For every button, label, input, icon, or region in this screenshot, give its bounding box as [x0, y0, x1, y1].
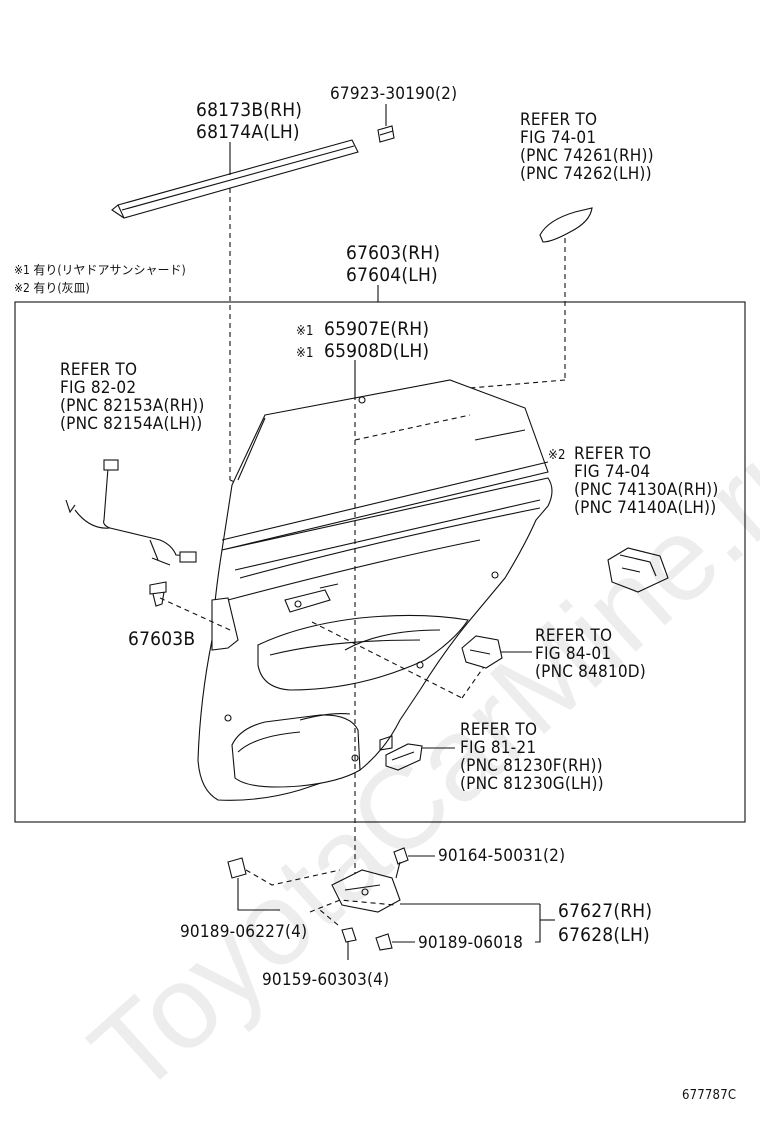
belt-moulding-part — [111, 139, 359, 219]
ref-8202-line3: (PNC 82153A(RH)) — [60, 396, 205, 416]
ref-7401-line2: FIG 74-01 — [520, 128, 597, 148]
bracket-84-01 — [461, 635, 503, 669]
ref-8401-line1: REFER TO — [535, 626, 613, 646]
ref-7401-line3: (PNC 74261(RH)) — [520, 146, 654, 166]
label-67628-lh: 67628(LH) — [558, 924, 650, 946]
ref-8121-line4: (PNC 81230G(LH)) — [460, 774, 604, 794]
label-67627-rh: 67627(RH) — [558, 900, 653, 922]
note-1: ※1 有り(リヤドアサンシャード) — [14, 263, 186, 277]
bolt-90164 — [393, 847, 409, 879]
ref-7401-line1: REFER TO — [520, 110, 598, 130]
label-67603-rh: 67603(RH) — [346, 242, 441, 264]
label-65907e: 65907E(RH) — [324, 318, 430, 340]
switch-81-21 — [385, 743, 423, 771]
door-trim-panel — [197, 379, 553, 801]
label-67604-lh: 67604(LH) — [346, 264, 438, 286]
assembly-frame — [14, 301, 746, 823]
ref-8202-line1: REFER TO — [60, 360, 138, 380]
ashtray-74-04 — [607, 547, 669, 593]
clip-90189-06227 — [227, 857, 247, 879]
label-67923: 67923-30190(2) — [330, 84, 458, 104]
mark-65908: ※1 — [296, 346, 314, 361]
label-68173b: 68173B(RH) — [196, 99, 303, 121]
clip-67603b — [149, 581, 167, 607]
screw-90159 — [341, 927, 357, 960]
ref-8121-line3: (PNC 81230F(RH)) — [460, 756, 603, 776]
ref-8401-line2: FIG 84-01 — [535, 644, 612, 664]
ref-7404-line1: REFER TO — [574, 444, 652, 464]
bottom-bracket-67627 — [331, 869, 401, 913]
wire-harness-82-02 — [65, 459, 197, 566]
ref-7401-line4: (PNC 74262(LH)) — [520, 164, 652, 184]
ref-8202-line2: FIG 82-02 — [60, 378, 137, 398]
label-68174a: 68174A(LH) — [196, 121, 300, 143]
ref-8121-line2: FIG 81-21 — [460, 738, 537, 758]
note-2: ※2 有り(灰皿) — [14, 281, 90, 295]
ref-7404-line3: (PNC 74130A(RH)) — [574, 480, 719, 500]
ref-8202-line4: (PNC 82154A(LH)) — [60, 414, 203, 434]
clip-67923 — [377, 125, 395, 143]
mark-7404: ※2 — [548, 448, 566, 463]
label-90164: 90164-50031(2) — [438, 846, 566, 866]
ref-7404-line4: (PNC 74140A(LH)) — [574, 498, 717, 518]
label-65908d: 65908D(LH) — [324, 340, 430, 362]
clip-90189-06018 — [375, 933, 393, 951]
inside-handle-74-01 — [539, 207, 593, 243]
label-67603b: 67603B — [128, 628, 196, 650]
label-90159: 90159-60303(4) — [262, 970, 390, 990]
mark-65907: ※1 — [296, 324, 314, 339]
label-90189-06227: 90189-06227(4) — [180, 922, 308, 942]
ref-8401-line3: (PNC 84810D) — [535, 662, 646, 682]
ref-8121-line1: REFER TO — [460, 720, 538, 740]
figure-code: 677787C — [682, 1088, 737, 1103]
ref-7404-line2: FIG 74-04 — [574, 462, 651, 482]
label-90189-06018: 90189-06018 — [418, 933, 524, 953]
